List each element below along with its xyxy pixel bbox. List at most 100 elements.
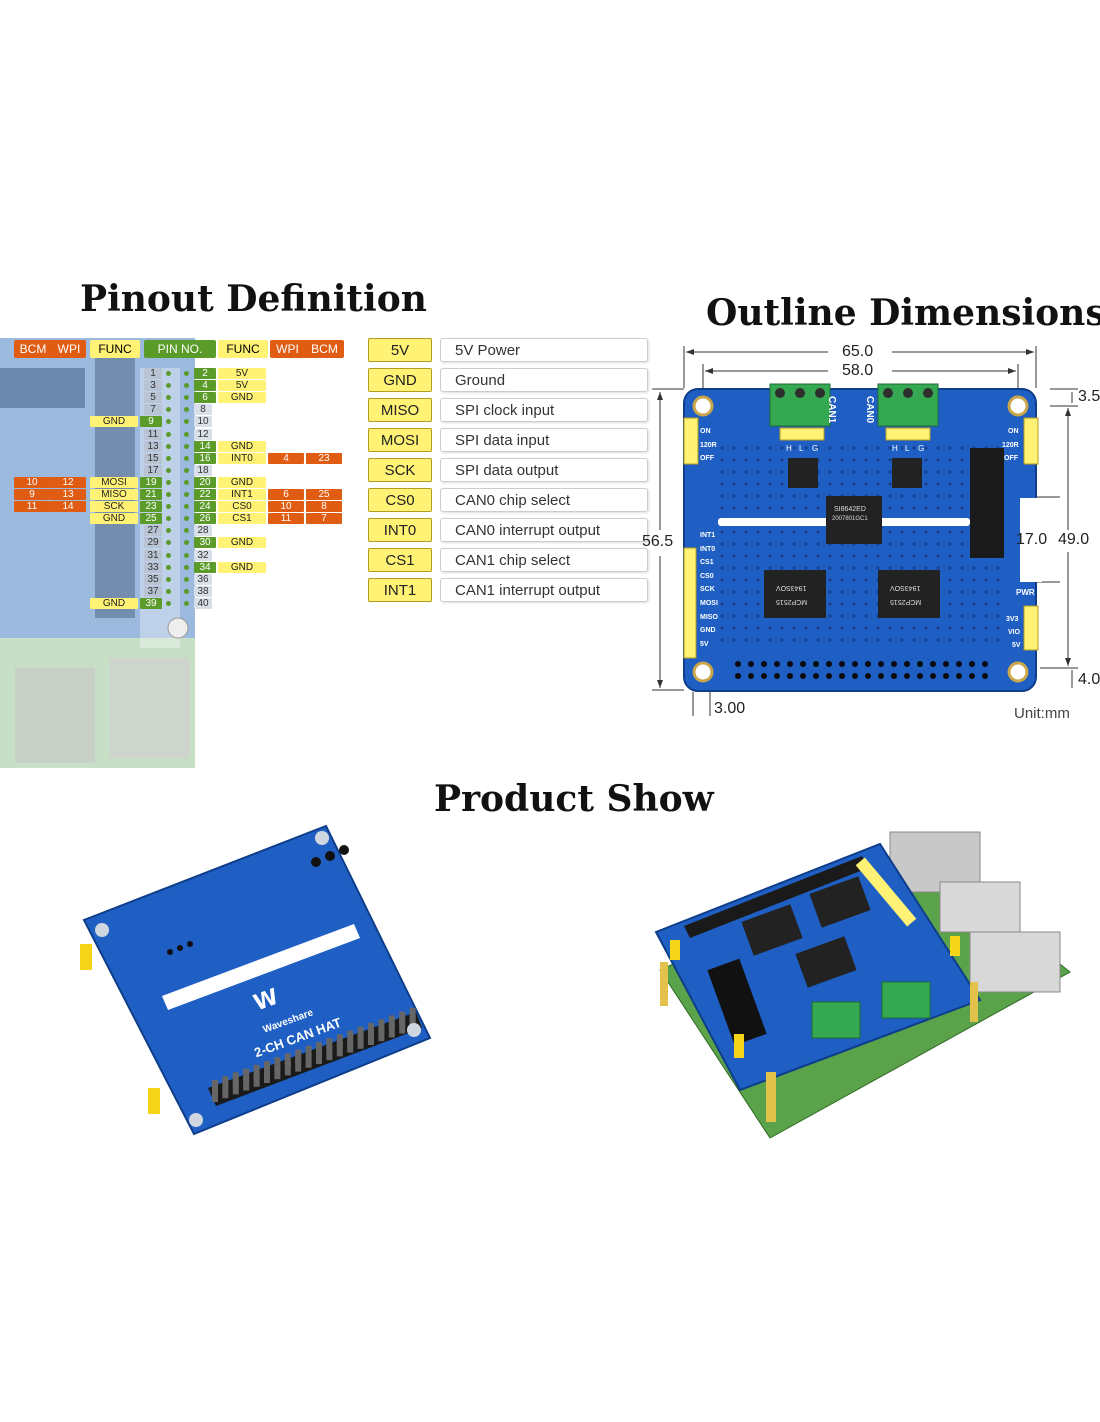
pcb-via	[852, 566, 856, 570]
pin-dot-left	[166, 492, 171, 497]
pcb-via	[852, 590, 856, 594]
header-func-right: FUNC	[218, 340, 268, 358]
pcb-via	[888, 506, 892, 510]
pcb-via	[900, 494, 904, 498]
pcb-via	[816, 458, 820, 462]
header-pin	[243, 1076, 250, 1091]
board-left-pin-label: 5V	[700, 640, 709, 648]
pcb-via	[780, 542, 784, 546]
pcb-via	[948, 470, 952, 474]
pcb-via	[768, 446, 772, 450]
pin-bcm-right: 25	[306, 489, 342, 500]
pin-wpi-left: 12	[50, 476, 86, 488]
header-hole	[852, 673, 858, 679]
pcb-via	[876, 458, 880, 462]
pin-dot-right	[184, 540, 189, 546]
pin-number-even: 12	[194, 428, 212, 440]
pcb-via	[876, 530, 880, 534]
pcb-via	[912, 554, 916, 558]
header-hole	[982, 661, 988, 667]
pin-function-name: GND	[368, 368, 432, 392]
pin-dot-left	[166, 431, 171, 437]
chip-main-label: SI8642ED	[834, 506, 866, 513]
header-wpi-right: WPI	[276, 342, 299, 356]
header-pin	[232, 1072, 239, 1087]
pin-func-right: CS0	[218, 501, 266, 513]
header-hole	[930, 661, 936, 667]
pcb-via	[744, 578, 748, 582]
pcb-via	[804, 554, 808, 558]
header-wpi-bcm: WPI BCM	[270, 340, 344, 358]
pcb-via	[828, 530, 832, 534]
pcb-via	[864, 590, 868, 594]
pin-dot-left	[166, 419, 171, 425]
pcb-via	[900, 530, 904, 534]
pin-number-odd: 31	[144, 549, 162, 561]
pcb-via	[804, 446, 808, 450]
pcb-via	[780, 458, 784, 462]
board-label-l1: L	[905, 444, 910, 453]
header-pin	[243, 1068, 250, 1083]
outline-title: Outline Dimensions	[706, 292, 1100, 334]
pin-func-right: GND	[218, 561, 266, 573]
header-hole	[969, 661, 975, 667]
pcb-via	[780, 482, 784, 486]
pcb-via	[876, 638, 880, 642]
pcb-via	[972, 518, 976, 522]
pcb-via	[792, 494, 796, 498]
pin-dot-left	[166, 552, 171, 558]
pcb-via	[900, 506, 904, 510]
pcb-via	[828, 458, 832, 462]
header-pin	[264, 1061, 270, 1075]
pcb-via	[876, 578, 880, 582]
dim-width-inner: 58.0	[842, 362, 874, 379]
pcb-via	[744, 506, 748, 510]
pin-function-name: CS1	[368, 548, 432, 572]
pcb-via	[960, 518, 964, 522]
header-hole	[982, 673, 988, 679]
board-label-on-left: ON	[700, 428, 711, 435]
pin-dot-left	[166, 528, 171, 534]
pin-func-left: MOSI	[90, 476, 138, 488]
pcb-via	[948, 482, 952, 486]
pin-dot-right	[184, 383, 189, 389]
dim-left-offset: 3.00	[714, 700, 746, 717]
header-hole	[761, 661, 767, 667]
pin-dot-right	[184, 564, 189, 570]
pcb-via	[948, 566, 952, 570]
board-label-vio: VIO	[1008, 629, 1021, 636]
pcb-via	[912, 518, 916, 522]
pcb-via	[912, 566, 916, 570]
pcb-via	[852, 494, 856, 498]
pcb-via	[924, 602, 928, 606]
pcb-via	[744, 470, 748, 474]
pin-number-odd: 37	[144, 585, 162, 597]
pin-dot-right	[184, 600, 189, 606]
board-label-on-right: ON	[1008, 428, 1019, 435]
pin-number-even: 32	[194, 549, 212, 561]
pcb-via	[828, 542, 832, 546]
pcb-via	[948, 542, 952, 546]
pcb-via	[984, 494, 988, 498]
pcb-via	[960, 638, 964, 642]
pcb-via	[780, 494, 784, 498]
pcb-via	[744, 482, 748, 486]
pcb-via	[960, 530, 964, 534]
pcb-via	[792, 542, 796, 546]
pin-dot-left	[166, 588, 171, 594]
header-func-left: FUNC	[90, 340, 140, 358]
pin-dot-left	[166, 564, 171, 570]
pcb-via	[816, 590, 820, 594]
pcb-via	[960, 542, 964, 546]
pcb-via	[996, 578, 1000, 582]
pin-func-left: SCK	[90, 501, 138, 513]
pcb-via	[864, 470, 868, 474]
pcb-via	[792, 446, 796, 450]
pcb-via	[720, 518, 724, 522]
pcb-via	[732, 506, 736, 510]
pin-dot-right	[184, 516, 189, 522]
pcb-via	[804, 578, 808, 582]
header-pin	[357, 1034, 364, 1049]
pcb-via	[864, 458, 868, 462]
